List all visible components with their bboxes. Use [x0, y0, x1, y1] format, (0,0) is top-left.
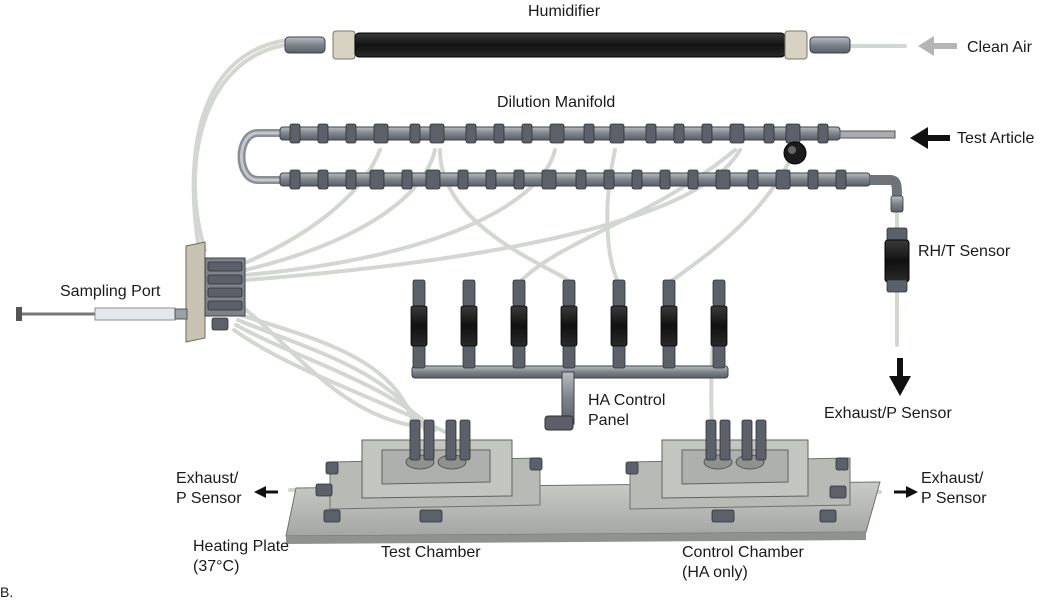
heating-plate-label: Heating Plate (37°C): [193, 538, 290, 575]
humidifier-assembly: [284, 30, 851, 60]
sampling-port: [16, 241, 246, 343]
test-article-label: Test Article: [957, 130, 1035, 147]
ha-control-panel-label: HA Control Panel: [588, 392, 666, 429]
dilution-manifold: [237, 123, 902, 197]
panel-letter: B.: [0, 584, 14, 600]
test-chamber: [361, 419, 513, 499]
plate-fittings: [315, 457, 849, 523]
dilution-manifold-label: Dilution Manifold: [497, 94, 616, 111]
control-chamber: [661, 419, 809, 499]
sampling-port-label: Sampling Port: [60, 283, 161, 300]
ha-control-panel: [410, 279, 729, 431]
exhaust-left-label: Exhaust/ P Sensor: [176, 470, 242, 507]
rh-t-sensor: [884, 195, 910, 293]
control-chamber-label: Control Chamber (HA only): [682, 544, 804, 581]
test-article-arrow: [910, 127, 950, 149]
exhaust-right-arrow: [894, 486, 918, 498]
humidifier-label: Humidifier: [528, 3, 601, 20]
rh-t-sensor-label: RH/T Sensor: [918, 243, 1011, 260]
test-chamber-label: Test Chamber: [381, 544, 481, 561]
exhaust-right-label: Exhaust/ P Sensor: [921, 470, 987, 507]
exhaust-down-arrow: [889, 358, 911, 396]
exhaust-p-sensor-label: Exhaust/P Sensor: [824, 405, 952, 422]
exhaust-left-arrow: [254, 486, 278, 498]
clean-air-label: Clean Air: [967, 39, 1032, 56]
clean-air-arrow: [918, 36, 957, 56]
